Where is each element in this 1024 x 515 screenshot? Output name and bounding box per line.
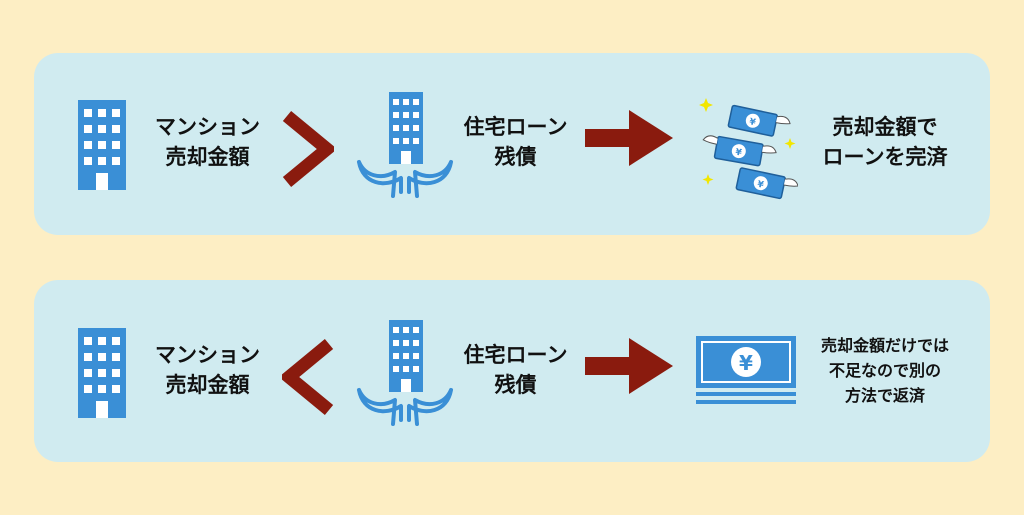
greater-than-icon [282,110,334,188]
result-label-line-1: 売却金額で [832,115,938,139]
result-label-line-1: 売却金額だけでは [820,336,949,355]
left-label-line-1: マンション [155,343,260,367]
building-in-hands-icon [355,92,455,200]
building-icon [78,100,126,190]
left-label-line-2: 売却金額 [165,145,250,170]
result-label-line-2: 不足なので別の [828,360,941,380]
middle-label-line-2: 残債 [494,145,537,170]
right-arrow-icon [585,110,673,170]
result-label: 売却金額で ローンを完済 [805,112,965,173]
row-panel-sufficient [34,53,990,235]
middle-label: 住宅ローン 残債 [448,112,583,173]
middle-label-line-1: 住宅ローン [463,343,568,367]
result-label-line-3: 方法で返済 [844,385,925,405]
result-label: 売却金額だけでは 不足なので別の 方法で返済 [805,334,965,408]
middle-label-line-1: 住宅ローン [463,115,568,139]
left-label: マンション 売却金額 [140,340,275,401]
building-icon [78,328,126,418]
svg-text:¥: ¥ [735,148,744,159]
left-label: マンション 売却金額 [140,112,275,173]
svg-text:¥: ¥ [748,117,757,128]
left-label-line-1: マンション [155,115,260,139]
row-panel-insufficient [34,280,990,462]
svg-text:¥: ¥ [756,180,765,191]
svg-text:¥: ¥ [739,351,753,375]
less-than-icon [282,338,334,416]
flying-money-icon: ¥ ¥ ¥ [698,98,798,202]
right-arrow-icon [585,338,673,398]
building-in-hands-icon [355,320,455,428]
middle-label: 住宅ローン 残債 [448,340,583,401]
result-label-line-2: ローンを完済 [822,145,948,170]
left-label-line-2: 売却金額 [165,373,250,398]
sparkle-icon [699,98,796,185]
middle-label-line-2: 残債 [494,373,537,398]
banknote-stack-icon: ¥ [694,334,798,406]
